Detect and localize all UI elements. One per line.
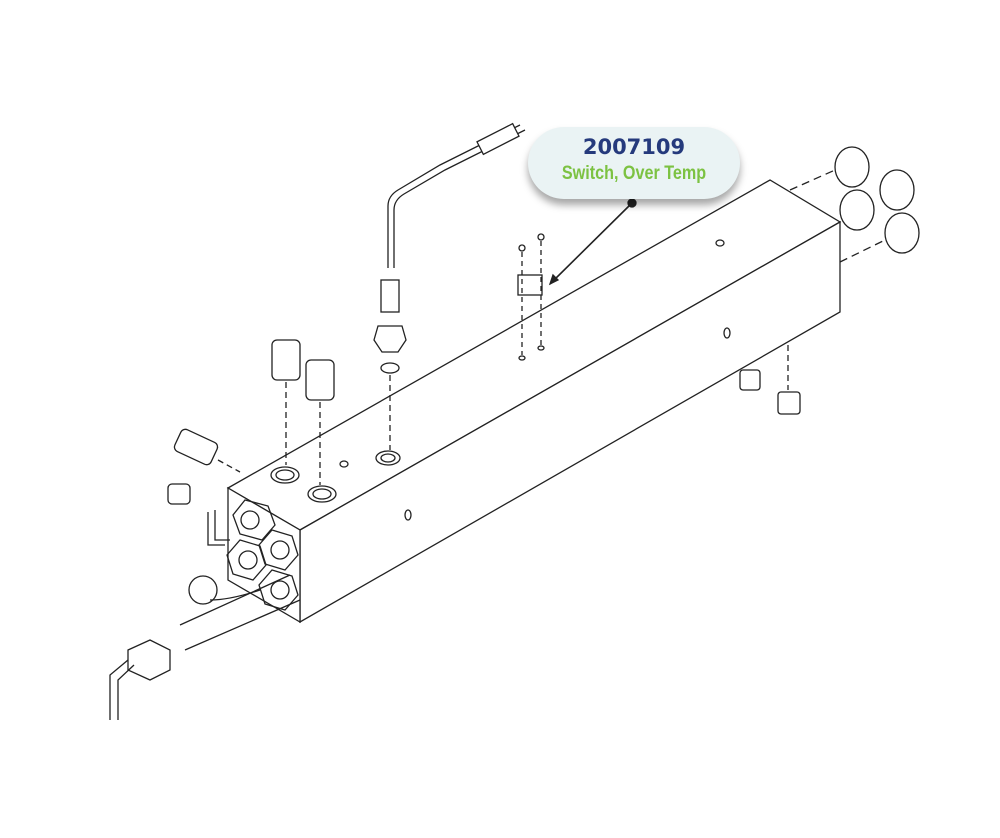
end-hex-fittings (226, 499, 299, 611)
over-temp-switch (517, 233, 545, 361)
top-fittings (167, 339, 335, 505)
end-plugs (739, 146, 920, 415)
part-description: Switch, Over Temp (561, 163, 707, 184)
callout-leader (548, 198, 637, 286)
probe-assembly (373, 122, 526, 450)
manifold-block (226, 179, 842, 624)
part-number: 2007109 (582, 135, 686, 159)
part-callout: 2007109 Switch, Over Temp (528, 127, 740, 199)
heater-cable (109, 510, 301, 720)
